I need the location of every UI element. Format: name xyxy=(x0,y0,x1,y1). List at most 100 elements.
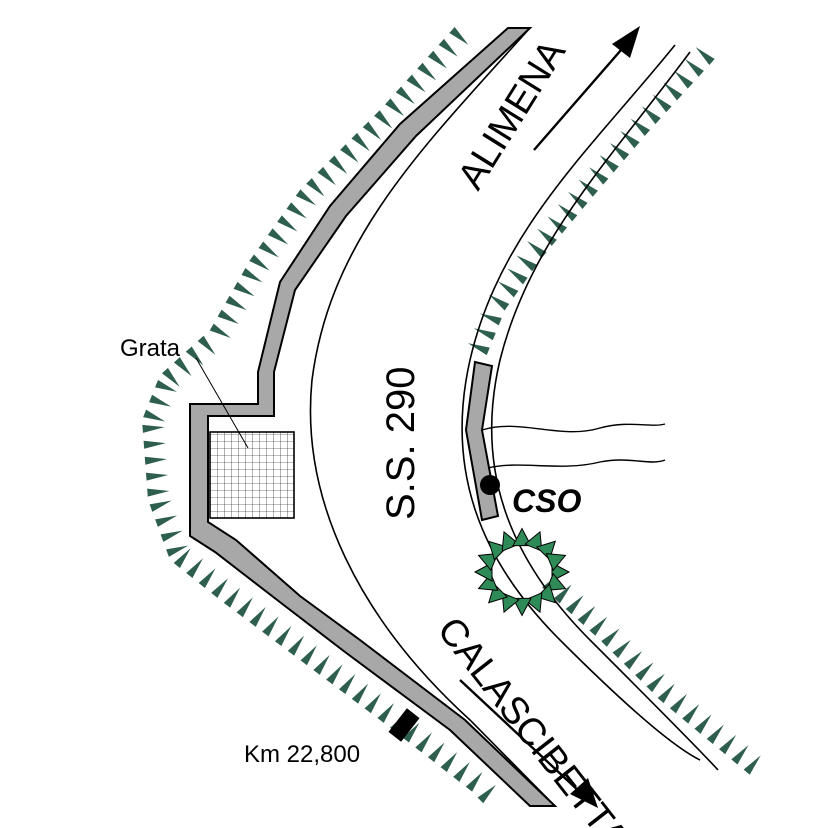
km-label: Km 22,800 xyxy=(244,741,360,768)
right-embankment-hatch-lower xyxy=(542,573,761,775)
hatch-tick xyxy=(731,745,749,765)
hatch-tick xyxy=(695,47,715,65)
hatch-tick xyxy=(395,86,415,105)
hatch-tick xyxy=(223,587,241,608)
hatch-tick xyxy=(277,215,298,232)
hatch-tick xyxy=(477,784,496,804)
hatch-tick xyxy=(577,606,596,625)
hatch-tick xyxy=(241,267,263,283)
hatch-tick xyxy=(630,118,651,137)
hatch-tick xyxy=(306,178,325,197)
hatch-tick xyxy=(402,722,420,743)
hatch-tick xyxy=(300,645,317,666)
hatch-tick xyxy=(267,228,289,245)
tree-leaf xyxy=(512,597,532,617)
hatch-tick xyxy=(258,241,279,258)
hatch-tick xyxy=(641,106,661,125)
hatch-tick xyxy=(719,734,737,755)
hatch-tick xyxy=(313,654,330,675)
hatch-tick xyxy=(612,639,631,659)
road-edge-right-inner xyxy=(461,44,701,761)
tree-leaf xyxy=(473,562,493,582)
hatch-tick xyxy=(415,732,432,753)
road-name: S.S. 290 xyxy=(379,367,423,520)
km-marker-icon xyxy=(388,708,420,742)
hatch-tick xyxy=(527,241,547,259)
hatch-tick xyxy=(652,94,672,113)
hatch-tick xyxy=(498,281,519,298)
hatch-tick xyxy=(173,357,192,377)
tree-leaf xyxy=(524,592,543,614)
hatch-tick xyxy=(317,166,336,186)
hatch-tick xyxy=(160,530,183,542)
hatch-tick xyxy=(149,394,172,407)
hatch-tick xyxy=(453,761,470,782)
hatch-tick xyxy=(186,558,204,578)
hatch-tick xyxy=(328,155,348,174)
hatch-tick xyxy=(449,27,469,45)
hatch-tick xyxy=(601,628,620,647)
hatch-tick xyxy=(374,110,393,129)
hatch-tick xyxy=(236,597,253,618)
hatch-tick xyxy=(488,294,510,311)
hatch-tick xyxy=(197,335,216,355)
site-label: CSO xyxy=(512,483,581,519)
hatch-tick xyxy=(646,673,665,693)
hatch-tick xyxy=(145,472,169,481)
hatch-tick xyxy=(225,295,247,311)
hatch-tick xyxy=(385,98,405,117)
hatch-tick xyxy=(185,346,204,366)
hatch-tick xyxy=(249,606,266,627)
hatch-tick xyxy=(377,703,395,723)
right-embankment-hatch-upper xyxy=(467,47,715,356)
hatch-tick xyxy=(406,74,426,93)
hatch-tick xyxy=(351,683,369,704)
hatch-tick xyxy=(338,674,356,695)
hatch-tick xyxy=(743,755,761,775)
hatch-tick xyxy=(198,568,216,588)
hatch-tick xyxy=(669,693,688,714)
tree-leaf xyxy=(477,572,499,591)
hatch-tick xyxy=(287,635,305,656)
hatch-tick xyxy=(286,202,307,219)
hatch-tick xyxy=(706,724,724,745)
hatch-tick xyxy=(609,142,630,161)
hatch-tick xyxy=(143,440,166,449)
hatch-tick xyxy=(537,228,557,246)
hatch-tick xyxy=(161,367,180,387)
hatch-tick xyxy=(274,626,292,647)
hatch-tick xyxy=(149,500,172,512)
hatch-tick xyxy=(340,144,359,163)
hatch-tick xyxy=(440,752,458,772)
hatch-tick xyxy=(479,313,502,326)
hatch-tick xyxy=(155,515,178,527)
stream-line-lower xyxy=(487,459,666,469)
direction-arrow-icon-south xyxy=(459,679,598,808)
hatch-tick xyxy=(547,216,568,234)
hatch-tick xyxy=(578,179,598,197)
hatch-tick xyxy=(173,548,191,568)
hatch-tick xyxy=(589,167,609,185)
hatch-tick xyxy=(144,456,167,465)
hatch-tick xyxy=(143,409,166,422)
tree-leaf xyxy=(545,572,567,591)
tree-leaf xyxy=(477,553,499,572)
hatch-tick xyxy=(295,189,317,206)
hatch-tick xyxy=(682,704,700,724)
tree-leaf xyxy=(545,553,567,572)
hatch-tick xyxy=(233,281,255,297)
dot-marker-icon xyxy=(480,475,500,495)
hatch-tick xyxy=(326,664,343,685)
hatch-tick xyxy=(249,254,270,271)
road-edge-right-outer xyxy=(490,51,719,771)
hatch-tick xyxy=(553,584,572,604)
hatch-tick xyxy=(147,488,170,497)
grate-label: Grata xyxy=(120,335,181,362)
tree-leaf xyxy=(512,527,532,547)
tree-leaf xyxy=(501,530,520,552)
hatch-tick xyxy=(155,379,177,392)
hatch-tick xyxy=(565,595,584,615)
hatch-tick xyxy=(657,683,675,704)
hatch-tick xyxy=(211,578,229,598)
